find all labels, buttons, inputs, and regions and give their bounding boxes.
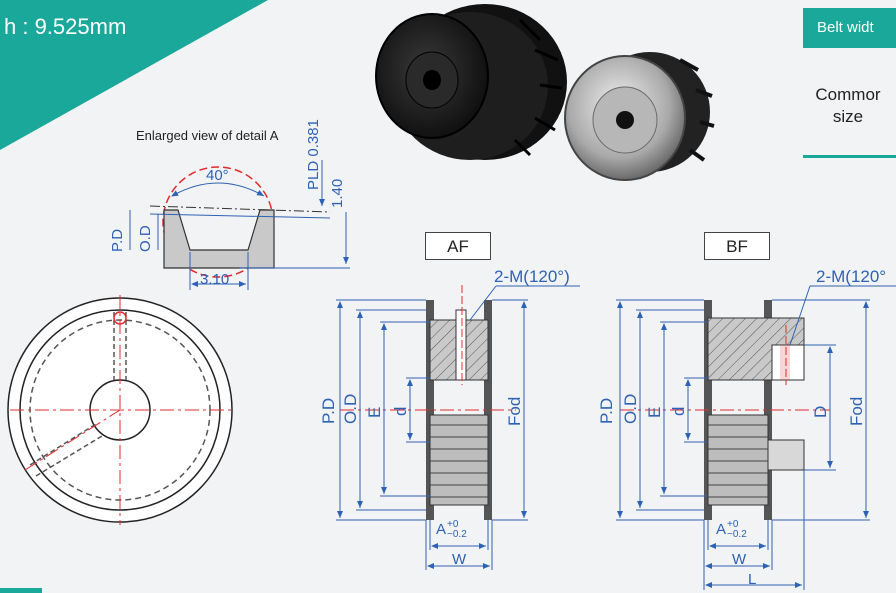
bf-a-tol-lower: −0.2: [727, 529, 747, 540]
af-d-label: d: [391, 406, 410, 416]
bf-a-tol-upper: +0: [727, 519, 739, 530]
common-size-line2: size: [832, 107, 864, 126]
af-screw-label: 2-M(120°): [494, 267, 570, 286]
bf-variant-title: BF: [704, 232, 770, 260]
silver-pulley-photo: [564, 52, 715, 181]
af-a-tol-upper: +0: [447, 519, 459, 530]
af-variant-title: AF: [425, 232, 491, 260]
bf-D-label: D: [811, 405, 830, 418]
front-view: [7, 295, 233, 525]
af-fod-label: Fod: [505, 396, 524, 426]
af-a-tolerance: A+0−0.2: [436, 520, 467, 540]
bf-a-label: A: [716, 520, 727, 538]
af-w-label: W: [452, 551, 467, 568]
detail-width-label: 3.10: [200, 271, 230, 288]
detail-view: [129, 160, 350, 290]
detail-od-label: O.D: [137, 225, 154, 252]
af-pd-label: P.D: [319, 397, 338, 424]
bf-od-label: O.D: [621, 393, 640, 424]
bf-section-view: [616, 285, 896, 590]
belt-width-tab[interactable]: Belt widt: [803, 8, 896, 48]
pitch-label: h : 9.525mm: [4, 14, 127, 39]
common-size-line1: Commor: [815, 85, 881, 104]
af-section-view: [336, 285, 580, 570]
bf-pd-label: P.D: [597, 397, 616, 424]
bf-w-label: W: [732, 551, 747, 568]
bf-d-label: d: [669, 406, 688, 416]
detail-depth-label: 1.40: [329, 178, 346, 208]
bf-l-label: L: [748, 571, 757, 588]
detail-pld-label: PLD 0.381: [305, 119, 322, 190]
detail-pd-label: P.D: [109, 228, 126, 252]
bf-screw-label: 2-M(120°: [816, 267, 887, 286]
af-e-label: E: [365, 406, 384, 418]
black-pulley-photo: [375, 4, 567, 160]
af-od-label: O.D: [341, 393, 360, 424]
common-size-divider: [803, 155, 896, 158]
detail-caption: Enlarged view of detail A: [136, 128, 279, 143]
detail-angle-label: 40°: [206, 167, 229, 184]
bottom-accent-tab: [0, 588, 42, 593]
bf-fod-label: Fod: [847, 396, 866, 426]
bf-e-label: E: [645, 406, 664, 418]
common-size-label: Commor size: [800, 84, 896, 128]
bf-a-tolerance: A+0−0.2: [716, 520, 747, 540]
af-a-tol-lower: −0.2: [447, 529, 467, 540]
af-a-label: A: [436, 520, 447, 538]
